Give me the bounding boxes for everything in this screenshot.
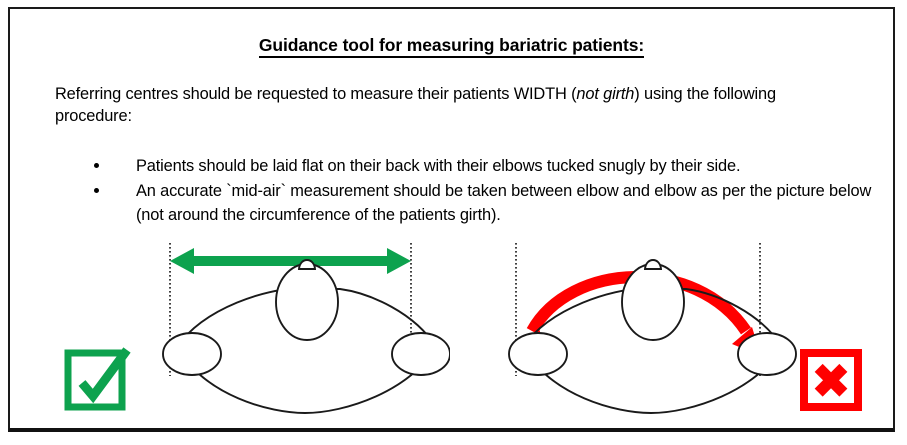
cross-mark-icon: ✖ bbox=[800, 349, 862, 411]
bullet-dot-icon bbox=[94, 188, 99, 193]
guidance-card: Guidance tool for measuring bariatric pa… bbox=[8, 7, 895, 432]
figure-correct-method bbox=[40, 231, 450, 426]
intro-paragraph: Referring centres should be requested to… bbox=[55, 83, 855, 127]
list-item: Patients should be laid flat on their ba… bbox=[88, 154, 878, 178]
patient-elbow-left bbox=[162, 332, 222, 376]
intro-text-italic: not girth bbox=[576, 85, 635, 103]
patient-head bbox=[275, 259, 339, 341]
correct-method-illustration bbox=[162, 243, 450, 414]
check-mark-icon bbox=[64, 347, 131, 411]
bullet-dot-icon bbox=[94, 163, 99, 168]
patient-head bbox=[621, 259, 685, 341]
patient-elbow-right bbox=[391, 332, 450, 376]
list-item-text: An accurate `mid-air` measurement should… bbox=[136, 182, 872, 224]
intro-text-after-italic: ) using the following procedure: bbox=[55, 85, 776, 125]
width-measurement-arrow bbox=[170, 248, 411, 274]
page-title-text: Guidance tool for measuring bariatric pa… bbox=[258, 35, 644, 58]
incorrect-method-illustration bbox=[508, 243, 797, 414]
list-item-text: Patients should be laid flat on their ba… bbox=[136, 157, 741, 175]
instruction-list: Patients should be laid flat on their ba… bbox=[88, 154, 878, 228]
figure-incorrect-method: ✖ bbox=[460, 231, 880, 426]
svg-text:✖: ✖ bbox=[812, 356, 851, 407]
patient-elbow-left bbox=[508, 332, 568, 376]
patient-elbow-right bbox=[737, 332, 797, 376]
intro-text-before-italic: Referring centres should be requested to… bbox=[55, 85, 577, 103]
list-item: An accurate `mid-air` measurement should… bbox=[88, 179, 878, 227]
figure-area: ✖ bbox=[10, 231, 893, 426]
page-title: Guidance tool for measuring bariatric pa… bbox=[10, 35, 893, 58]
